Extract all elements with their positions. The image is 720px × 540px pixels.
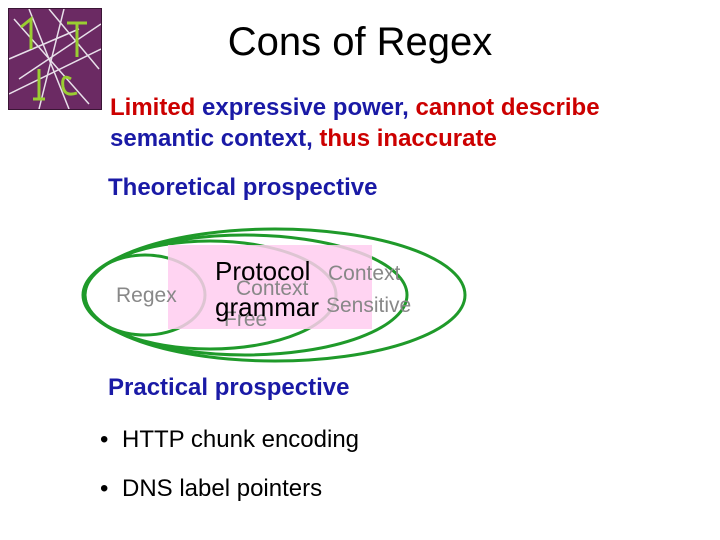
point-text-expressive: expressive power, bbox=[202, 94, 409, 121]
logo-graphic bbox=[8, 8, 102, 110]
point-text-semantic: semantic context, bbox=[110, 125, 313, 152]
label-context-free-bottom: Free bbox=[224, 308, 268, 331]
point-text-inaccurate: thus inaccurate bbox=[319, 125, 497, 152]
bullet-icon: • bbox=[100, 475, 109, 502]
point-text-limited: Limited bbox=[110, 94, 196, 121]
theoretical-heading: Theoretical prospective bbox=[108, 174, 378, 201]
bullet-item: • DNS label pointers bbox=[100, 475, 322, 503]
bullet-icon: • bbox=[100, 426, 109, 453]
slide-title: Cons of Regex bbox=[227, 20, 493, 64]
practical-heading: Practical prospective bbox=[108, 374, 350, 401]
bullet-item: • HTTP chunk encoding bbox=[100, 426, 359, 454]
label-context-free-top: Context bbox=[236, 277, 309, 300]
label-grammar: grammar bbox=[215, 292, 320, 322]
label-protocol: Protocol bbox=[215, 256, 311, 286]
protocol-highlight bbox=[168, 245, 372, 329]
point-text-cannot: cannot describe bbox=[415, 94, 600, 121]
bullet-text: HTTP chunk encoding bbox=[122, 426, 360, 453]
label-regex: Regex bbox=[116, 284, 177, 307]
label-context-sensitive-bottom: Sensitive bbox=[326, 294, 412, 317]
bullet-text: DNS label pointers bbox=[122, 475, 323, 502]
limitations-point: Limited expressive power, cannot describ… bbox=[110, 92, 710, 154]
logo-image bbox=[8, 8, 102, 110]
label-context-sensitive-top: Context bbox=[328, 262, 401, 285]
